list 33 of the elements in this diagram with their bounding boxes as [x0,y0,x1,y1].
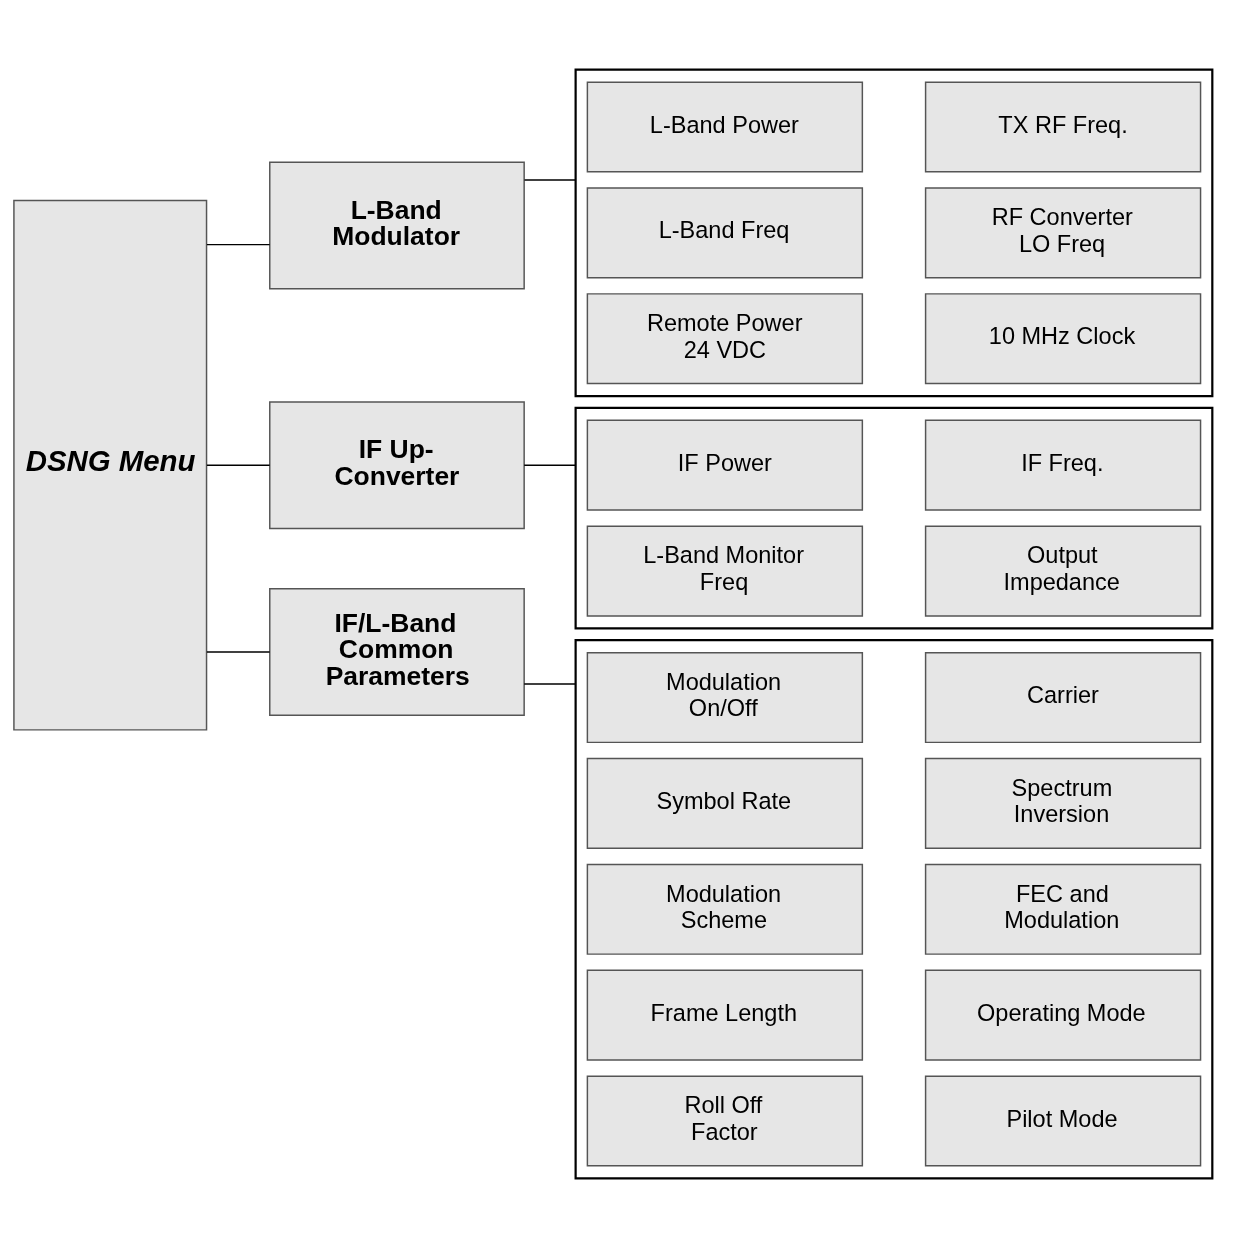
cluster [574,406,1214,629]
connector [206,650,271,653]
node-box: IF Up-Converter [269,400,525,529]
node-box: IF Freq. [924,419,1202,511]
node-box: Symbol Rate [586,757,864,849]
cluster [574,638,1214,1179]
node-box: IF Power [586,419,864,511]
node-box: L-Band Monitor Freq [586,525,864,617]
node-box: IF/L-Band Common Parameters [269,587,525,716]
connector [523,682,577,685]
node-box: Modulation On/Off [586,651,864,743]
connector [523,463,577,466]
node-box: L-Band Freq [586,186,864,278]
node-box: TX RF Freq. [924,80,1202,173]
node-box: RF Converter LO Freq [924,186,1202,278]
node-box: Pilot Mode [924,1074,1202,1167]
node-box: Carrier [924,651,1202,743]
node-box: Spectrum Inversion [924,757,1202,849]
node-box: Modulation Scheme [586,863,864,955]
cluster [574,68,1214,397]
node-box: Roll Off Factor [586,1074,864,1167]
node-box: FEC and Modulation [924,863,1202,955]
node-box: L-Band Power [586,80,864,173]
node-box: L-Band Modulator [269,161,525,289]
node-box: Output Impedance [924,525,1202,617]
node-box: Frame Length [586,969,864,1061]
node-box: Remote Power 24 VDC [586,292,864,384]
connector [523,178,577,181]
node-box: 10 MHz Clock [924,292,1202,384]
connector [206,243,271,245]
node-box: Operating Mode [924,969,1202,1061]
node-box: DSNG Menu [13,199,208,731]
connector [206,463,271,466]
